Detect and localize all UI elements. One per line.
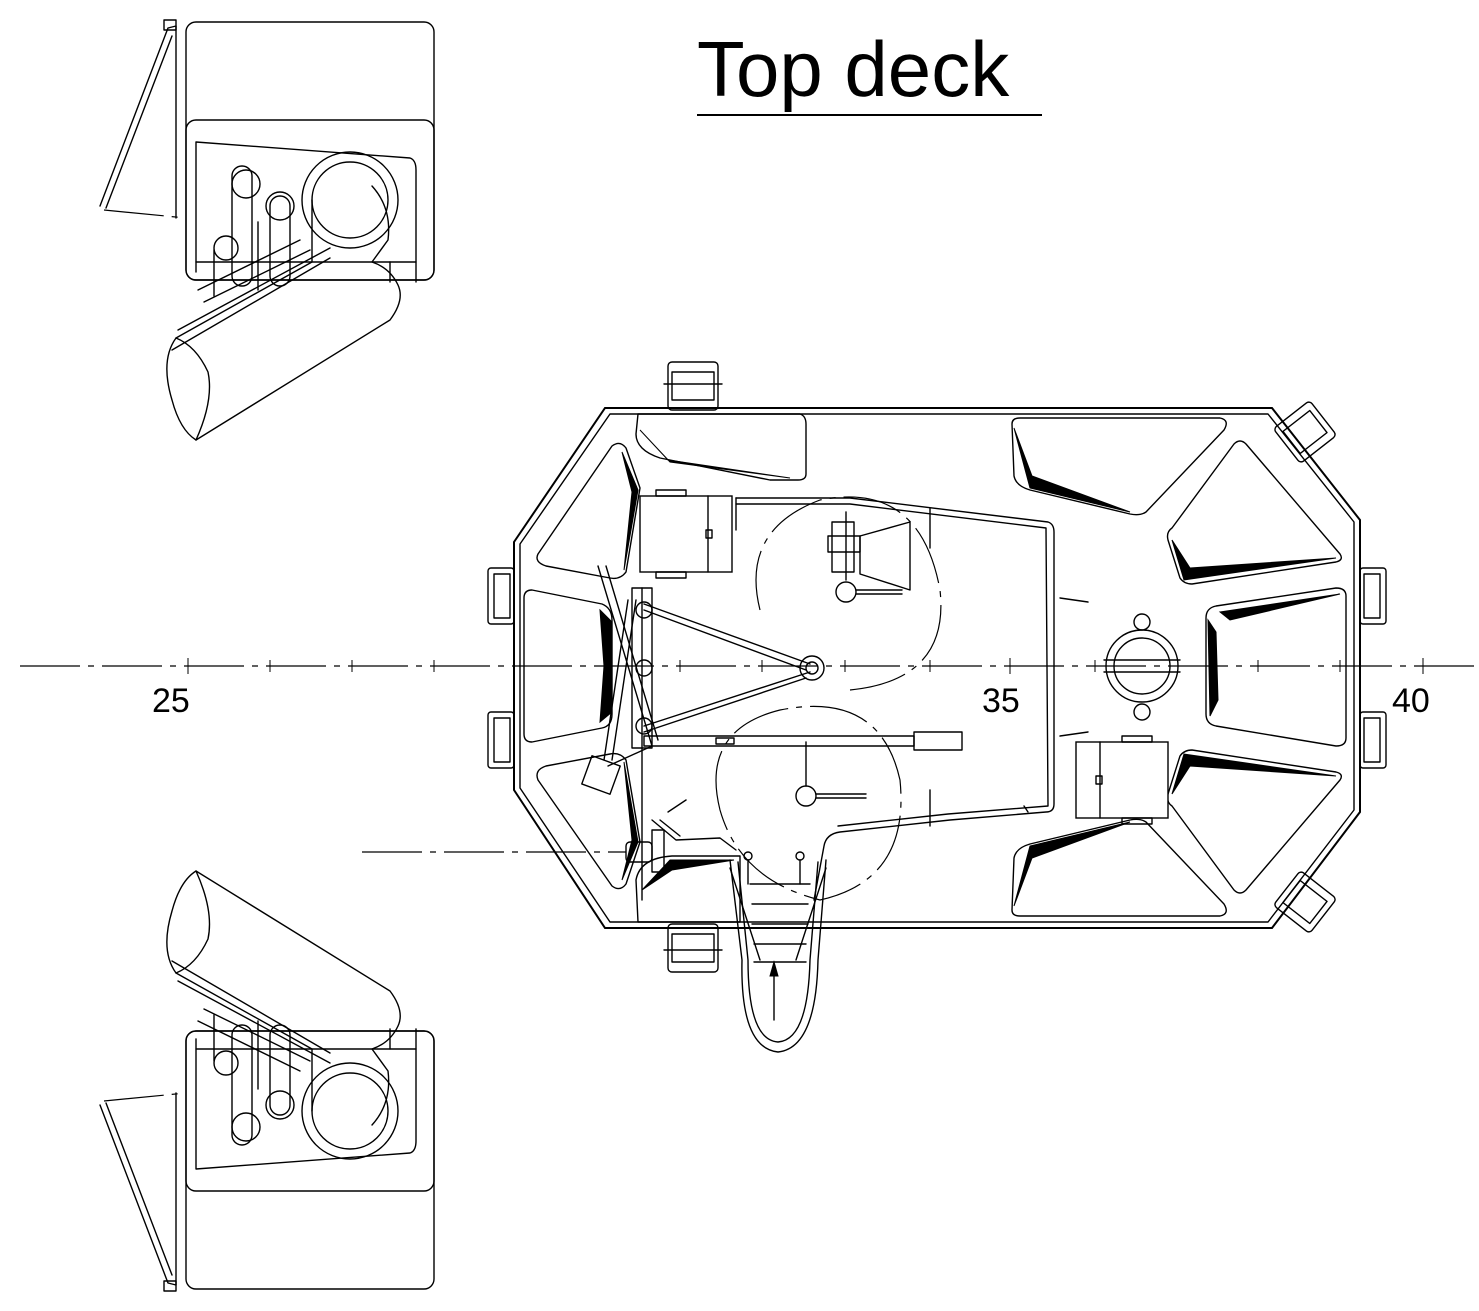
fender-left-lower: [487, 711, 515, 769]
fender-top-left: [663, 361, 723, 411]
storage-box-2: [1075, 741, 1169, 819]
frame-label-40: 40: [1392, 682, 1430, 720]
deck-plan: [362, 361, 1387, 1053]
drawing-title: Top deck: [697, 25, 1010, 113]
fender-right-upper: [1359, 567, 1387, 625]
storage-box-1: [639, 495, 733, 573]
fender-right-lower: [1359, 711, 1387, 769]
fender-corner-top-right: [1274, 401, 1336, 463]
centerline: [20, 658, 1479, 674]
fender-left-upper: [487, 567, 515, 625]
frame-label-25: 25: [152, 682, 190, 720]
fender-corner-bottom-right: [1274, 871, 1336, 933]
chute-detail-bottom: [99, 870, 435, 1292]
frame-label-35: 35: [982, 682, 1020, 720]
chute-detail-top: [99, 19, 435, 441]
fender-bottom-left: [663, 923, 723, 973]
